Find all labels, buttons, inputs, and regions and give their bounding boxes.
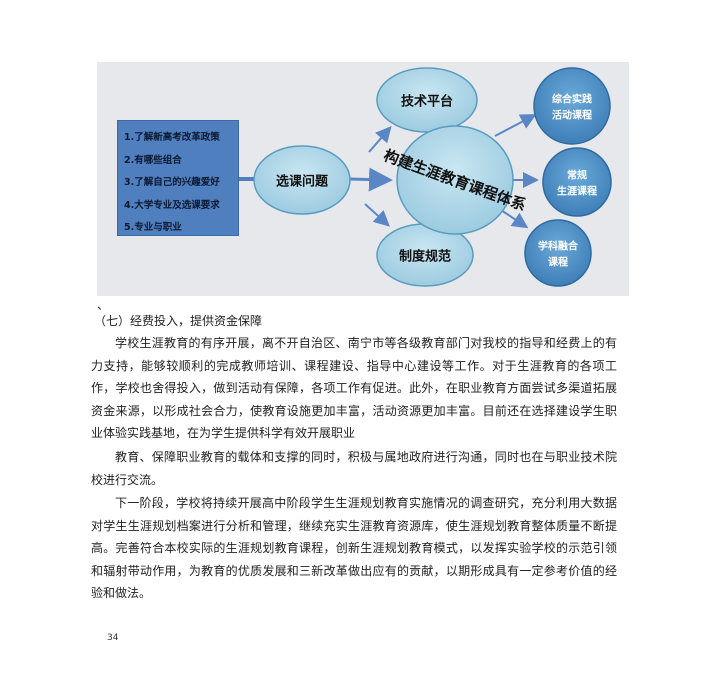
- paragraph: 教育、保障职业教育的载体和支撑的同时，积极与属地政府进行沟通，同时也在与职业技术…: [91, 450, 617, 487]
- node-xueke-shape: [524, 219, 592, 287]
- node-xuanke-shape: [253, 145, 351, 215]
- arrow-to-jishu: [368, 125, 392, 153]
- node-changgui-shape: [542, 147, 612, 217]
- list-item: 3.了解自己的兴趣爱好: [124, 177, 220, 188]
- paragraph: 下一阶段，学校将持续开展高中阶段学生生涯规划教育实施情况的调查研究，充分利用大数…: [91, 496, 617, 600]
- arrow-to-zhidu: [364, 203, 390, 227]
- node-zonghe-label-line2: 活动课程: [552, 110, 592, 122]
- node-xuanke-label: 选课问题: [275, 174, 329, 190]
- stray-mark: 、: [97, 298, 110, 312]
- node-changgui-label-line1: 常规: [567, 170, 587, 182]
- list-item: 2.有哪些组合: [124, 154, 182, 166]
- arrow-to-xueke: [500, 209, 529, 229]
- node-zonghe-shape: [533, 67, 611, 145]
- list-item: 1.了解新高考改革政策: [124, 132, 220, 143]
- page-number: 34: [107, 633, 119, 643]
- curriculum-diagram: 1.了解新高考改革政策 2.有哪些组合 3.了解自己的兴趣爱好 4.大学专业及选…: [97, 62, 629, 296]
- section-heading: （七）经费投入，提供资金保障: [94, 314, 263, 328]
- node-xueke-label-line2: 课程: [548, 257, 568, 269]
- paragraph: 学校生涯教育的有序开展，离不开自治区、南宁市等各级教育部门对我校的指导和经费上的…: [91, 336, 617, 440]
- node-zhidu-label: 制度规范: [398, 249, 452, 265]
- list-item: 4.大学专业及选课要求: [124, 199, 220, 211]
- diagram-graphics: [239, 67, 612, 287]
- node-center-shape: [396, 125, 514, 235]
- arrow-to-center: [349, 167, 393, 192]
- list-item: 5.专业与职业: [124, 222, 182, 233]
- node-zonghe-label-line1: 综合实践: [552, 94, 592, 106]
- list-box: 1.了解新高考改革政策 2.有哪些组合 3.了解自己的兴趣爱好 4.大学专业及选…: [117, 120, 239, 236]
- node-xueke-label-line1: 学科融合: [538, 241, 578, 253]
- arrow-to-zonghe: [494, 114, 537, 137]
- node-jishu-label: 技术平台: [400, 94, 454, 110]
- node-changgui-label-line2: 生涯课程: [557, 186, 597, 198]
